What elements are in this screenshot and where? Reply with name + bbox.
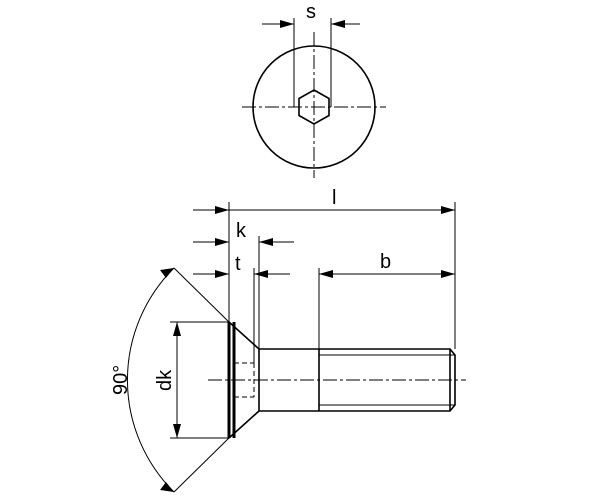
top-view: s [242,1,386,178]
k-label: k [236,220,247,242]
t-arrow-left [215,270,229,278]
k-arrow-right [259,238,273,246]
angle-arrow-bottom [160,482,174,492]
dk-label: dk [154,369,176,391]
angle-extension-top [173,267,233,326]
s-arrow-left [280,20,294,28]
dk-arrow-bottom [173,424,181,438]
b-arrow-right [441,270,455,278]
side-view: l k t b dk 90° [110,187,466,493]
s-label: s [306,1,316,23]
angle-arrow-top [160,268,174,278]
t-arrow-right [254,270,268,278]
angle-arc [126,267,175,493]
angle-extension-bottom [173,434,233,493]
dk-arrow-top [173,322,181,336]
t-label: t [235,253,241,275]
b-label: b [380,251,391,273]
k-arrow-left [215,238,229,246]
l-arrow-right [441,206,455,214]
b-arrow-left [319,270,333,278]
l-label: l [332,187,336,209]
s-arrow-right [331,20,345,28]
angle-label: 90° [110,365,132,395]
l-arrow-left [215,206,229,214]
